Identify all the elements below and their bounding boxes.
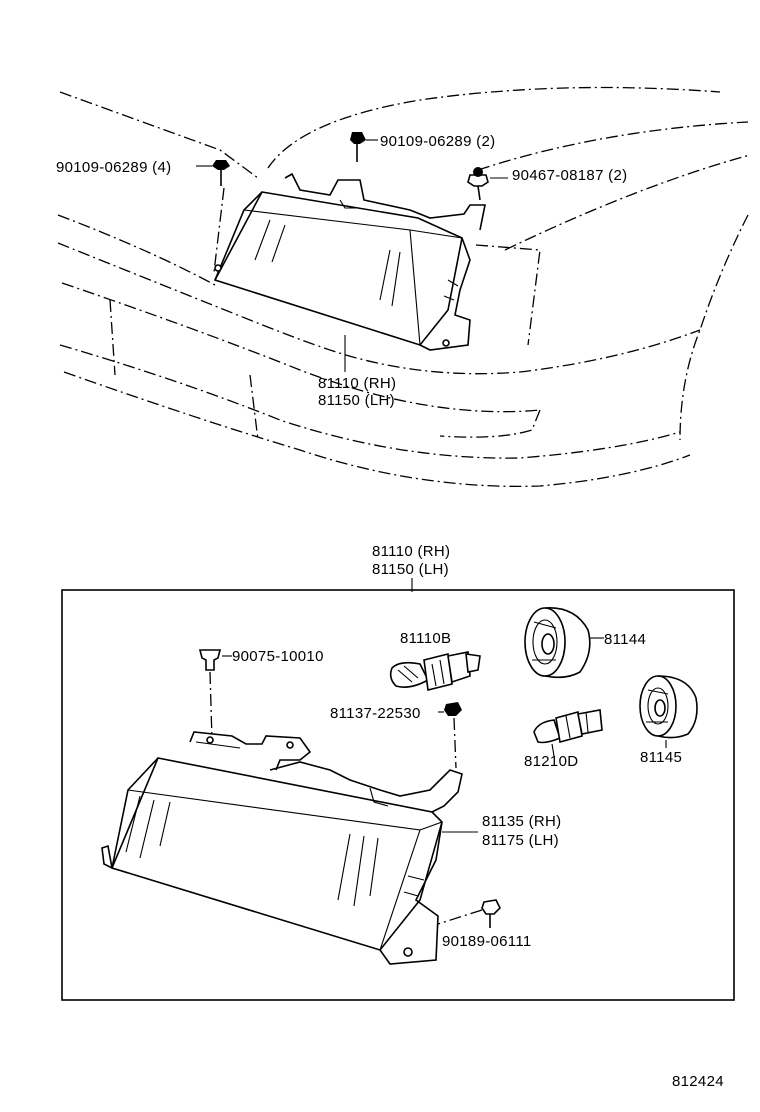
label-socket-small: 81145 — [640, 749, 682, 766]
screw-right-icon — [467, 167, 508, 201]
detail-frame — [61, 589, 735, 1001]
bulb-small-icon — [533, 709, 603, 757]
diagram-id: 812424 — [672, 1073, 724, 1090]
label-unit-lh: 81175 (LH) — [482, 832, 559, 849]
label-assembly-lh: 81150 (LH) — [372, 561, 449, 578]
clip-center-icon — [350, 132, 378, 162]
headlamp-detail — [101, 731, 478, 965]
label-grommet: 90075-10010 — [232, 648, 324, 665]
label-unit-rh: 81135 (RH) — [482, 813, 561, 830]
label-assembly-rh: 81110 (RH) — [372, 543, 450, 560]
label-bulb-main: 81110B — [400, 630, 451, 647]
label-headlamp-rh: 81110 (RH) — [318, 375, 396, 392]
socket-main-icon — [524, 607, 604, 679]
nut-icon — [437, 899, 501, 928]
socket-small-icon — [639, 675, 698, 748]
label-headlamp-lh: 81150 (LH) — [318, 392, 395, 409]
bulb-main-icon — [389, 651, 481, 691]
label-socket-main: 81144 — [604, 631, 646, 648]
clip-small-icon — [438, 702, 462, 769]
label-nut: 90189-06111 — [442, 933, 532, 950]
label-screw-right: 90467-08187 (2) — [512, 167, 627, 184]
grommet-icon — [198, 649, 232, 741]
label-bulb-small: 81210D — [524, 753, 578, 770]
label-clip-center: 90109-06289 (2) — [380, 133, 495, 150]
clip-left-icon — [196, 160, 230, 186]
label-clip-left: 90109-06289 (4) — [56, 159, 171, 176]
label-clip-small: 81137-22530 — [330, 705, 421, 722]
headlamp-top — [213, 172, 486, 351]
car-body-outline — [57, 86, 751, 487]
